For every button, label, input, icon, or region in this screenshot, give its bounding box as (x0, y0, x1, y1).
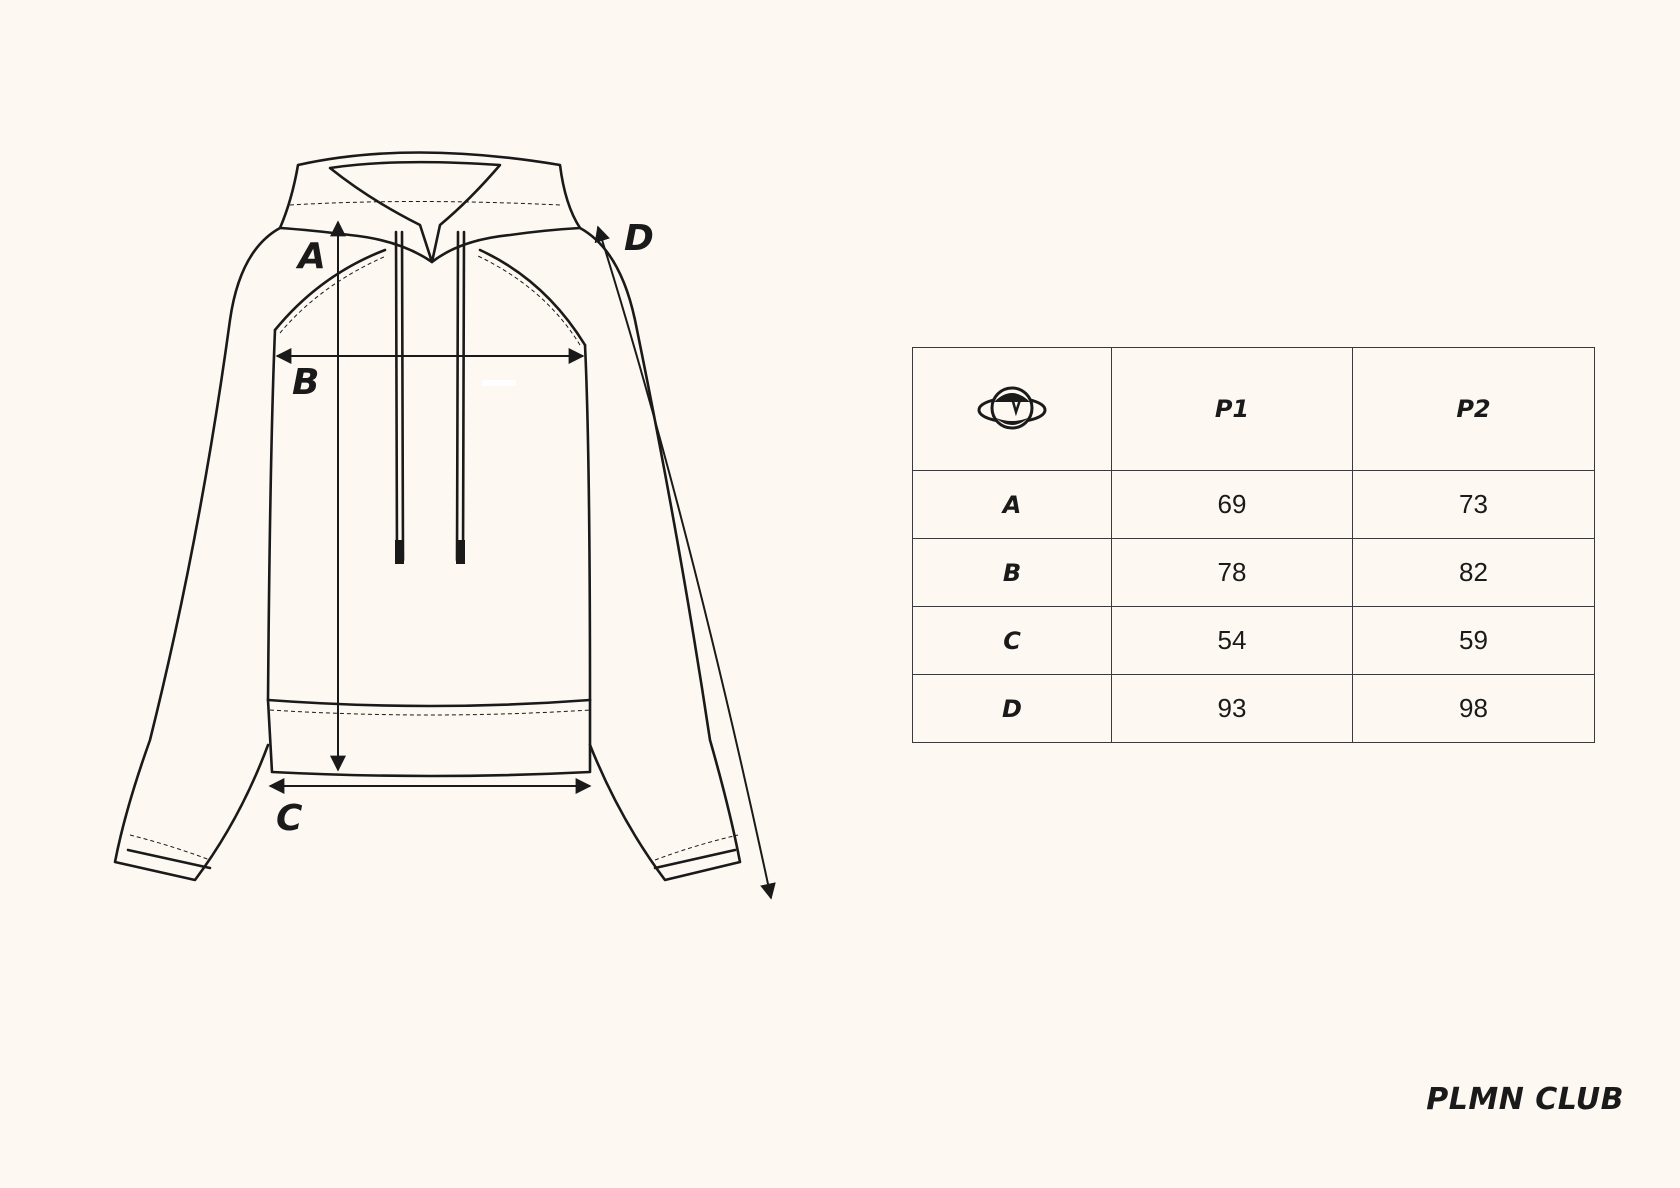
table-cell: 93 (1111, 674, 1353, 743)
column-header-p2: P2 (1352, 347, 1595, 471)
row-key: B (912, 538, 1112, 607)
row-key: C (912, 606, 1112, 675)
stitching (129, 201, 739, 861)
table-cell: 98 (1352, 674, 1595, 743)
table-cell: 59 (1352, 606, 1595, 675)
table-row: C 54 59 (912, 606, 1595, 675)
chest-logo (482, 380, 516, 386)
brand-wordmark: PLMN CLUB (1426, 1082, 1624, 1117)
table-cell: 54 (1111, 606, 1353, 675)
table-header-row: P1 P2 (912, 347, 1595, 471)
table-row: A 69 73 (912, 470, 1595, 539)
label-a: A (295, 236, 326, 277)
hoodie-diagram: A B C D (113, 151, 776, 900)
label-d: D (624, 218, 654, 259)
column-header-p1: P1 (1111, 347, 1353, 471)
label-b: B (292, 362, 319, 403)
row-key: A (912, 470, 1112, 539)
brand-mascot-icon (977, 386, 1047, 430)
arrow-d (594, 225, 776, 900)
table-cell: 82 (1352, 538, 1595, 607)
drawstring-tips (395, 540, 465, 564)
header-logo-cell (912, 347, 1112, 471)
table-cell: 78 (1111, 538, 1353, 607)
label-c: C (276, 798, 303, 839)
dimension-arrows (268, 220, 776, 900)
table-row: D 93 98 (912, 674, 1595, 743)
size-table: P1 P2 A 69 73 B 78 82 C 54 59 D 93 98 (912, 347, 1595, 743)
table-cell: 73 (1352, 470, 1595, 539)
table-cell: 69 (1111, 470, 1353, 539)
row-key: D (912, 674, 1112, 743)
hoodie-outline (113, 151, 742, 882)
table-row: B 78 82 (912, 538, 1595, 607)
